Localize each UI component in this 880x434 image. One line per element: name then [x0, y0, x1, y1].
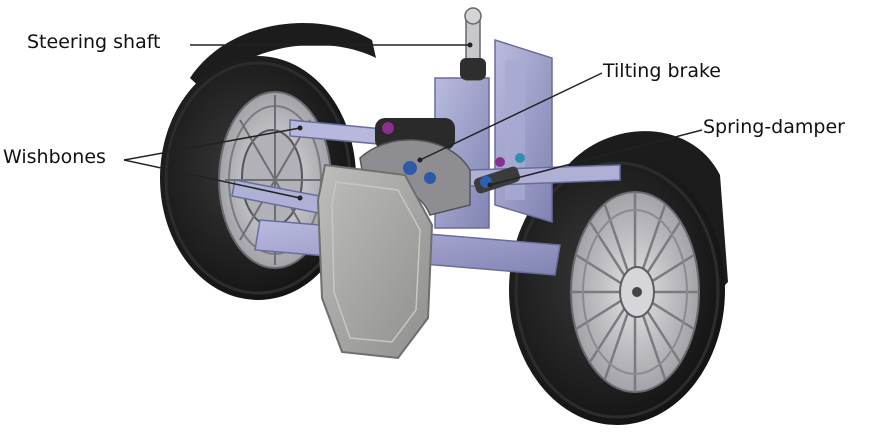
- spring-damper-leader: [489, 129, 703, 186]
- front-fairing: [316, 163, 434, 360]
- tilting-brake-label: Tilting brake: [603, 60, 721, 82]
- wishbones-leader-lower: [123, 159, 301, 199]
- left-fender: [190, 23, 376, 93]
- tilting-brake-leader: [419, 72, 603, 161]
- steering-shaft-label: Steering shaft: [27, 31, 161, 53]
- spring-damper-label: Spring-damper: [703, 116, 845, 138]
- leader-lines: [123, 44, 703, 199]
- right-wheel: [509, 131, 728, 425]
- wishbones-leader-upper: [123, 127, 301, 161]
- wishbones-label: Wishbones: [3, 146, 106, 168]
